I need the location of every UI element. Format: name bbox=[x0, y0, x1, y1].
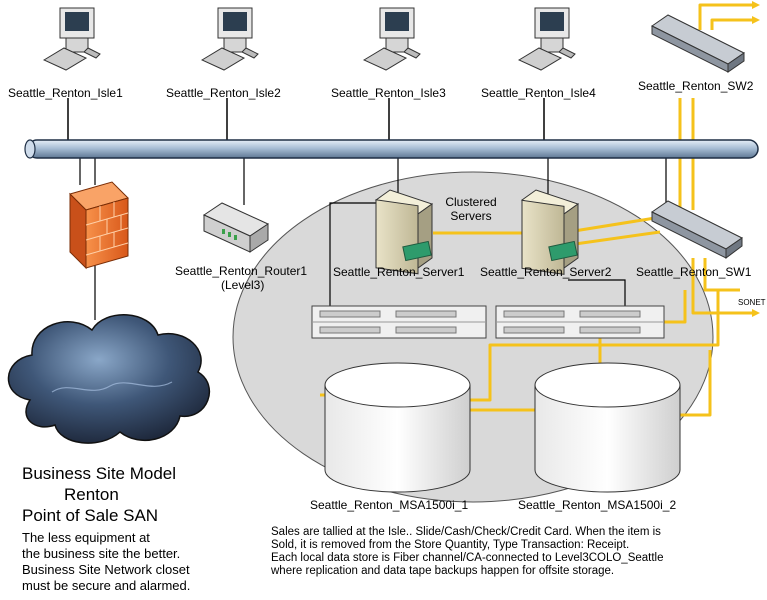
label-cluster: Clustered Servers bbox=[436, 195, 506, 223]
label-isle1: Seattle_Renton_Isle1 bbox=[8, 86, 123, 100]
description-line-3: Each local data store is Fiber channel/C… bbox=[271, 552, 664, 564]
model-note: The less equipment at the business site … bbox=[22, 530, 242, 594]
server1-icon bbox=[374, 189, 434, 275]
server2-icon bbox=[520, 189, 580, 275]
label-router1-sub: (Level3) bbox=[221, 278, 265, 292]
label-server2: Seattle_Renton_Server2 bbox=[480, 265, 612, 279]
label-cluster-line1: Clustered bbox=[445, 195, 497, 209]
description-text: Sales are tallied at the Isle.. Slide/Ca… bbox=[271, 526, 741, 578]
label-msa1: Seattle_Renton_MSA1500i_1 bbox=[310, 498, 469, 512]
switch-sw2-icon bbox=[651, 14, 745, 73]
workstation-isle2-icon bbox=[200, 7, 259, 71]
msa1-disk-icon bbox=[324, 362, 471, 493]
description-line-1: Sales are tallied at the Isle.. Slide/Ca… bbox=[271, 526, 661, 538]
workstation-isle1-icon bbox=[42, 7, 101, 71]
storage-enclosure-1-icon bbox=[311, 305, 487, 339]
label-cluster-line2: Servers bbox=[450, 209, 492, 223]
label-isle2: Seattle_Renton_Isle2 bbox=[166, 86, 281, 100]
router-icon bbox=[202, 202, 270, 253]
network-bus bbox=[24, 139, 759, 159]
description-line-4: where replication and data tape backups … bbox=[271, 565, 615, 577]
label-sw2: Seattle_Renton_SW2 bbox=[638, 79, 754, 93]
fiber-arrows bbox=[752, 1, 760, 317]
internet-cloud-icon bbox=[7, 314, 210, 444]
note-line-1: The less equipment at bbox=[22, 530, 150, 545]
isle-drop-lines bbox=[67, 98, 545, 140]
title-line-2: Renton bbox=[64, 485, 119, 504]
workstation-isle3-icon bbox=[362, 7, 421, 71]
note-line-3: Business Site Network closet bbox=[22, 562, 190, 577]
storage-enclosure-2-icon bbox=[495, 305, 665, 339]
label-server1: Seattle_Renton_Server1 bbox=[333, 265, 465, 279]
title-line-1: Business Site Model bbox=[22, 464, 177, 483]
firewall-icon bbox=[69, 181, 129, 270]
note-line-4: must be secure and alarmed. bbox=[22, 578, 191, 593]
msa2-disk-icon bbox=[534, 362, 681, 493]
label-isle4: Seattle_Renton_Isle4 bbox=[481, 86, 596, 100]
label-sonet: SONET bbox=[738, 298, 766, 307]
label-msa2: Seattle_Renton_MSA1500i_2 bbox=[518, 498, 677, 512]
description-line-2: Sold, it is removed from the Store Quant… bbox=[271, 539, 630, 551]
label-isle3: Seattle_Renton_Isle3 bbox=[331, 86, 446, 100]
workstation-isle4-icon bbox=[517, 7, 576, 71]
bus-drop-lines bbox=[79, 158, 667, 320]
label-router1: Seattle_Renton_Router1 bbox=[175, 264, 308, 278]
switch-sw1-icon bbox=[651, 200, 743, 259]
label-sw1: Seattle_Renton_SW1 bbox=[636, 265, 752, 279]
title-line-3: Point of Sale SAN bbox=[22, 506, 159, 525]
note-line-2: the business site the better. bbox=[22, 546, 181, 561]
model-title: Business Site Model Renton Point of Sale… bbox=[22, 463, 207, 526]
